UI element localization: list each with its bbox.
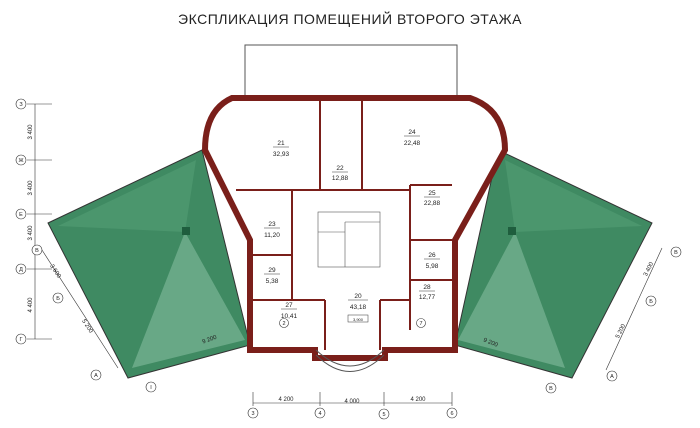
svg-text:Ж: Ж <box>18 158 23 164</box>
bottom-dimensions <box>252 392 453 406</box>
right-wing-roof <box>454 149 653 379</box>
svg-text:В: В <box>674 250 678 256</box>
svg-text:4 400: 4 400 <box>28 297 34 313</box>
svg-text:Д: Д <box>19 267 23 273</box>
room-24: 24 22,48 <box>404 129 421 147</box>
svg-text:3 400: 3 400 <box>643 261 655 278</box>
svg-text:5,98: 5,98 <box>426 263 439 270</box>
section-mark-7: 7 <box>416 318 426 328</box>
svg-text:23: 23 <box>268 221 276 228</box>
svg-text:4 000: 4 000 <box>344 399 360 405</box>
main-building <box>201 95 509 372</box>
svg-text:3,900: 3,900 <box>353 317 364 322</box>
svg-text:10,41: 10,41 <box>281 313 298 320</box>
svg-text:6: 6 <box>450 411 453 417</box>
room-28: 28 12,77 <box>419 284 436 301</box>
svg-text:А: А <box>94 373 98 379</box>
svg-text:9 200: 9 200 <box>482 337 499 348</box>
elevation-mark: 3,900 <box>347 314 369 323</box>
room-23: 23 11,20 <box>264 221 280 239</box>
room-22: 22 12,88 <box>332 165 349 182</box>
svg-text:Б: Б <box>56 296 60 302</box>
balcony <box>244 44 458 101</box>
section-mark-2: 2 <box>279 318 289 328</box>
svg-text:5,38: 5,38 <box>266 278 279 285</box>
right-axis-markers: В Б А В <box>545 246 682 394</box>
svg-text:11,20: 11,20 <box>264 232 280 239</box>
svg-text:21: 21 <box>277 140 285 147</box>
svg-text:Б: Б <box>649 299 653 305</box>
left-axis-markers: З Ж Е В Д Г Б А І <box>15 98 157 393</box>
svg-text:26: 26 <box>428 252 436 259</box>
svg-text:5: 5 <box>382 412 385 418</box>
svg-text:43,18: 43,18 <box>350 304 367 311</box>
svg-text:27: 27 <box>285 302 293 309</box>
svg-text:4: 4 <box>318 411 321 417</box>
svg-text:20: 20 <box>354 293 362 300</box>
svg-text:22: 22 <box>336 165 344 172</box>
room-20: 20 43,18 <box>348 293 368 311</box>
left-dimensions <box>27 103 119 369</box>
svg-text:4 200: 4 200 <box>410 397 426 403</box>
svg-text:З: З <box>19 102 23 108</box>
left-wing-roof <box>47 149 251 379</box>
svg-text:Е: Е <box>19 212 23 218</box>
svg-text:24: 24 <box>408 129 416 136</box>
svg-text:І: І <box>150 385 152 391</box>
svg-text:3 400: 3 400 <box>28 180 34 196</box>
svg-text:5 200: 5 200 <box>80 319 94 335</box>
svg-text:28: 28 <box>423 284 431 291</box>
svg-text:22,48: 22,48 <box>404 140 421 147</box>
svg-text:3 400: 3 400 <box>28 124 34 140</box>
bottom-axis-markers: 3 4 5 6 <box>247 407 458 420</box>
svg-text:3 400: 3 400 <box>28 225 34 241</box>
svg-text:В: В <box>35 248 39 254</box>
room-26: 265,98 <box>424 252 440 270</box>
svg-text:3: 3 <box>251 411 254 417</box>
plan-title: ЭКСПЛИКАЦИЯ ПОМЕЩЕНИЙ ВТОРОГО ЭТАЖА <box>178 10 522 27</box>
svg-text:32,93: 32,93 <box>273 151 290 158</box>
room-21: 21 32,93 <box>273 140 290 158</box>
svg-text:29: 29 <box>268 267 276 274</box>
svg-text:7: 7 <box>419 321 422 327</box>
svg-text:12,77: 12,77 <box>419 294 436 301</box>
right-dimensions <box>605 247 663 371</box>
room-29: 295,38 <box>264 267 280 285</box>
svg-text:25: 25 <box>428 190 436 197</box>
svg-text:12,88: 12,88 <box>332 175 349 182</box>
svg-text:А: А <box>610 374 614 380</box>
svg-text:22,88: 22,88 <box>424 200 441 207</box>
room-25: 25 22,88 <box>424 190 441 207</box>
svg-text:9 200: 9 200 <box>202 334 219 345</box>
svg-text:4 200: 4 200 <box>278 397 294 403</box>
staircase <box>317 211 381 268</box>
svg-text:2: 2 <box>282 321 285 327</box>
bottom-dimension-labels: 4 200 4 000 4 200 <box>278 397 426 405</box>
svg-text:Г: Г <box>20 337 23 343</box>
svg-text:5 200: 5 200 <box>615 323 627 340</box>
svg-text:В: В <box>549 386 553 392</box>
room-27: 27 10,41 <box>281 302 298 320</box>
